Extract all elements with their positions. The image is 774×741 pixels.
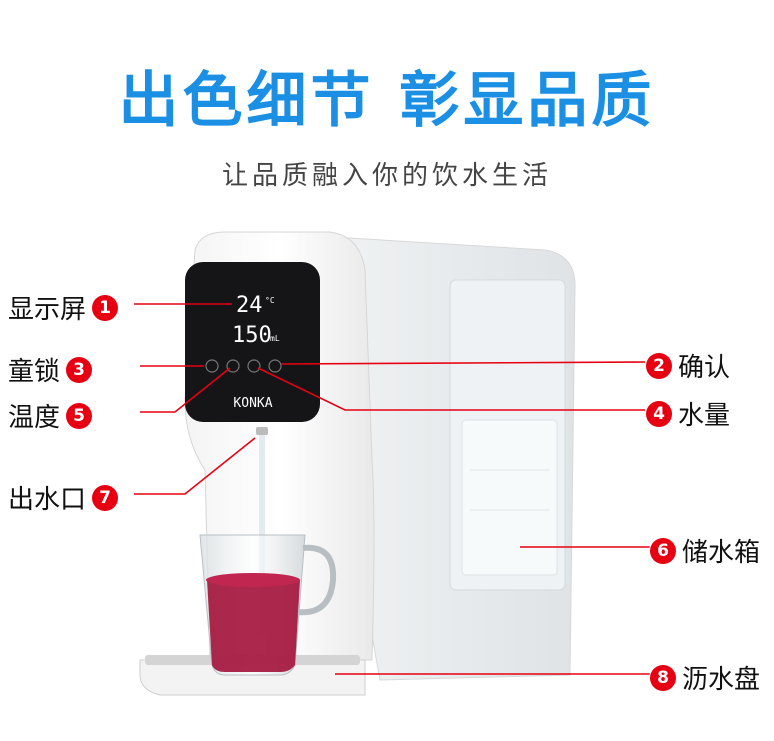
- callout-drip-tray: 8 沥水盘: [650, 659, 760, 696]
- callout-label: 出水口: [8, 485, 87, 515]
- callout-temperature: 温度 5: [8, 397, 93, 434]
- callout-number: 6: [650, 537, 676, 564]
- callout-display: 显示屏 1: [8, 289, 119, 326]
- callout-confirm: 2 确认: [646, 347, 730, 384]
- callout-number: 5: [66, 402, 93, 429]
- callout-number: 3: [66, 356, 93, 383]
- callout-label: 储水箱: [682, 538, 761, 568]
- page-title: 出色细节 彰显品质: [118, 66, 656, 136]
- callout-volume: 4 水量: [646, 395, 730, 432]
- display-temp-unit: °C: [265, 296, 275, 305]
- callout-number: 4: [646, 400, 672, 427]
- callout-water-outlet: 出水口 7: [8, 479, 119, 516]
- callout-label: 显示屏: [8, 295, 87, 325]
- volume-button[interactable]: [247, 359, 261, 373]
- drip-tray-shape: [139, 659, 366, 696]
- page-subtitle: 让品质融入你的饮水生活: [221, 161, 552, 191]
- callout-label: 温度: [8, 403, 61, 433]
- callout-child-lock: 童锁 3: [8, 351, 93, 388]
- display-volume: 150: [232, 323, 272, 348]
- callout-label: 确认: [678, 353, 731, 383]
- callout-number: 8: [650, 664, 676, 691]
- callout-water-tank: 6 储水箱: [650, 532, 760, 569]
- brand-logo: KONKA: [233, 396, 272, 411]
- child-lock-button[interactable]: [205, 359, 219, 373]
- display-volume-unit: mL: [270, 334, 280, 343]
- callout-label: 沥水盘: [682, 665, 761, 695]
- temperature-button[interactable]: [226, 359, 240, 373]
- confirm-button[interactable]: [268, 359, 282, 373]
- display-temperature: 24: [236, 293, 263, 318]
- water-outlet: [256, 427, 268, 435]
- callout-number: 1: [92, 294, 119, 321]
- callout-label: 童锁: [8, 357, 61, 387]
- callout-number: 2: [646, 352, 672, 379]
- callout-label: 水量: [678, 401, 731, 431]
- callout-number: 7: [92, 484, 119, 511]
